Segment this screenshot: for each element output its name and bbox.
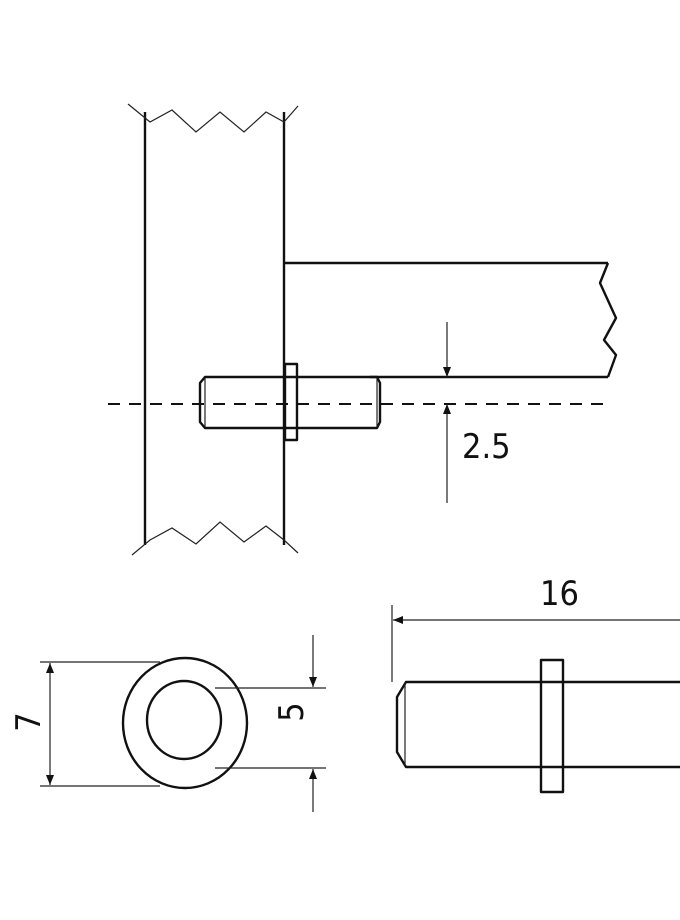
outer-diameter-label: 7 (9, 712, 49, 731)
inner-diameter-label: 5 (272, 702, 312, 721)
length-label: 16 (540, 574, 579, 614)
offset-label: 2.5 (462, 427, 511, 467)
offset-dimension: 2.5 (443, 322, 511, 503)
pin-end-view: 7 5 (9, 635, 326, 812)
bottom-break-line (131, 521, 299, 556)
top-break-line (127, 103, 299, 133)
pin-side-view: 16 (391, 574, 680, 794)
wall-panel (127, 103, 299, 556)
installed-pin (198, 362, 382, 442)
shelf-board (284, 261, 618, 379)
shelf-break-line (598, 262, 618, 378)
